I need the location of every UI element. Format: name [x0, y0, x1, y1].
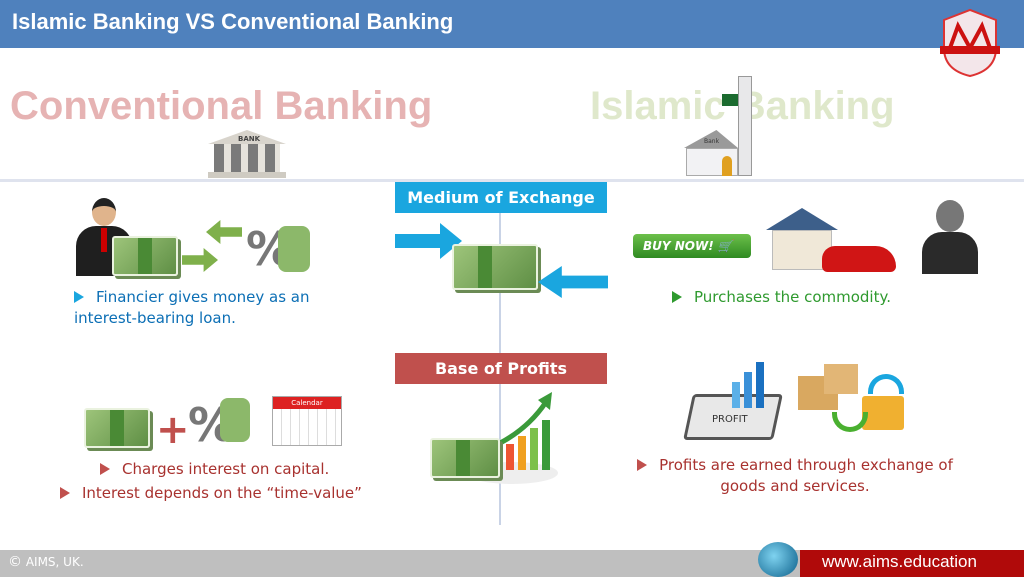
- money-stack-icon: [84, 408, 150, 448]
- conventional-banking-title: Conventional Banking: [10, 84, 433, 128]
- header-bar: [0, 0, 1024, 48]
- arrow-left-icon: [206, 220, 242, 244]
- footer-url-bar: [800, 550, 1024, 577]
- islamic-bank-sign-label: Bank: [704, 138, 720, 145]
- islamic-profit-text: Profits are earned through exchange of g…: [630, 455, 960, 497]
- plus-icon: +: [156, 407, 190, 453]
- money-roll-icon: [278, 226, 310, 272]
- copyright-text: © AIMS, UK.: [8, 554, 84, 570]
- person-icon: [922, 200, 978, 274]
- website-link[interactable]: www.aims.education: [822, 552, 977, 571]
- bank-building-icon: BANK: [208, 130, 286, 178]
- page-title: Islamic Banking VS Conventional Banking: [12, 9, 454, 34]
- conventional-profit-point-2: Interest depends on the “time-value”: [60, 483, 420, 504]
- islamic-bank-icon: Bank: [682, 76, 772, 178]
- calendar-icon: Calendar: [272, 396, 342, 446]
- growth-chart-icon: [426, 392, 558, 490]
- globe-icon: [758, 542, 798, 577]
- aims-logo-icon: [940, 8, 1000, 78]
- copyright-icon: ©: [8, 554, 22, 570]
- buy-now-button-icon: BUY NOW! 🛒: [633, 234, 751, 258]
- house-icon: [766, 208, 838, 270]
- boxes-exchange-icon: [798, 362, 910, 442]
- conventional-medium-text: Financier gives money as an interest-bea…: [74, 288, 310, 327]
- profit-tablet-icon: PROFIT: [683, 362, 783, 444]
- money-stack-icon: [452, 244, 538, 290]
- money-roll-icon: [220, 398, 250, 442]
- arrow-right-icon: [182, 248, 218, 272]
- arrow-left-icon: [538, 266, 608, 298]
- bank-sign-label: BANK: [238, 135, 261, 143]
- base-of-profits-header: Base of Profits: [395, 353, 607, 384]
- islamic-medium-text: Purchases the commodity.: [672, 287, 952, 308]
- medium-of-exchange-header: Medium of Exchange: [395, 182, 607, 213]
- money-stack-icon: [112, 236, 178, 276]
- car-icon: [822, 246, 896, 272]
- arrow-shaft: [395, 234, 441, 248]
- divider-line: [0, 179, 1024, 182]
- conventional-profit-point-1: Charges interest on capital.: [100, 459, 420, 480]
